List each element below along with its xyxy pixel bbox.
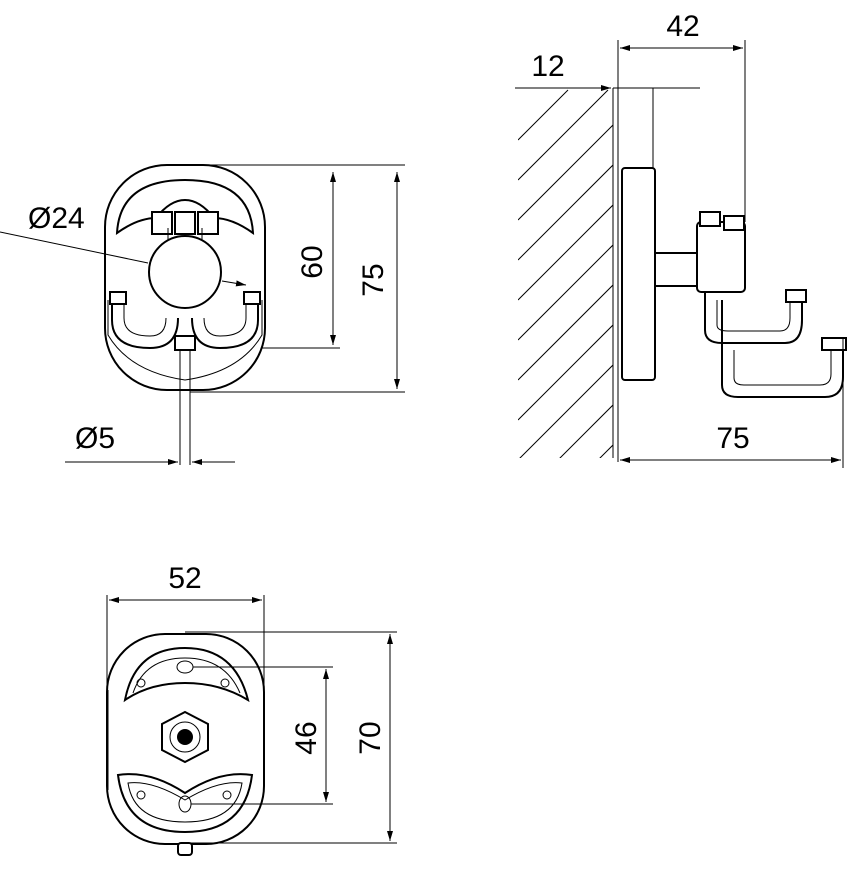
front-pin-1 <box>151 211 173 235</box>
side-dim-12: 12 <box>531 50 564 83</box>
front-view: 60 75 Ø24 Ø5 <box>0 164 405 465</box>
side-view: 12 42 75 <box>515 10 847 468</box>
front-dim-dia-24: Ø24 <box>28 202 85 235</box>
side-dim-75: 75 <box>716 422 749 455</box>
dia-24-leader <box>0 231 149 264</box>
side-mounting-plate <box>621 167 656 381</box>
side-arm <box>654 252 701 287</box>
back-upper-crescent <box>123 646 250 703</box>
front-pin-3 <box>197 211 219 235</box>
back-view: 52 46 70 <box>106 562 397 856</box>
side-hook-lower <box>721 300 844 398</box>
front-center-hub <box>148 235 222 309</box>
back-dim-70: 70 <box>354 721 387 754</box>
side-dim-42: 42 <box>666 10 699 43</box>
side-hub-block <box>696 221 746 293</box>
wall-hatch <box>518 89 613 458</box>
front-dim-75: 75 <box>357 263 390 296</box>
back-dim-46: 46 <box>290 721 323 754</box>
back-lower-slot <box>178 795 192 813</box>
back-hex-center <box>177 729 193 745</box>
front-lower-contour <box>107 300 263 381</box>
front-dim-dia-5: Ø5 <box>75 422 115 455</box>
back-dim-52: 52 <box>168 562 201 595</box>
front-pin-2 <box>174 211 196 235</box>
front-hook-left-cap <box>109 291 127 305</box>
back-upper-slot <box>176 660 194 674</box>
back-lower-crescent <box>116 773 254 834</box>
front-bottom-pin-cap <box>174 335 196 351</box>
side-hook-upper <box>704 292 803 344</box>
front-hook-right-cap <box>243 291 261 305</box>
front-hook-right <box>191 302 259 350</box>
front-hook-left <box>111 302 179 350</box>
front-dim-60: 60 <box>296 245 329 278</box>
back-bottom-pin <box>177 842 193 856</box>
